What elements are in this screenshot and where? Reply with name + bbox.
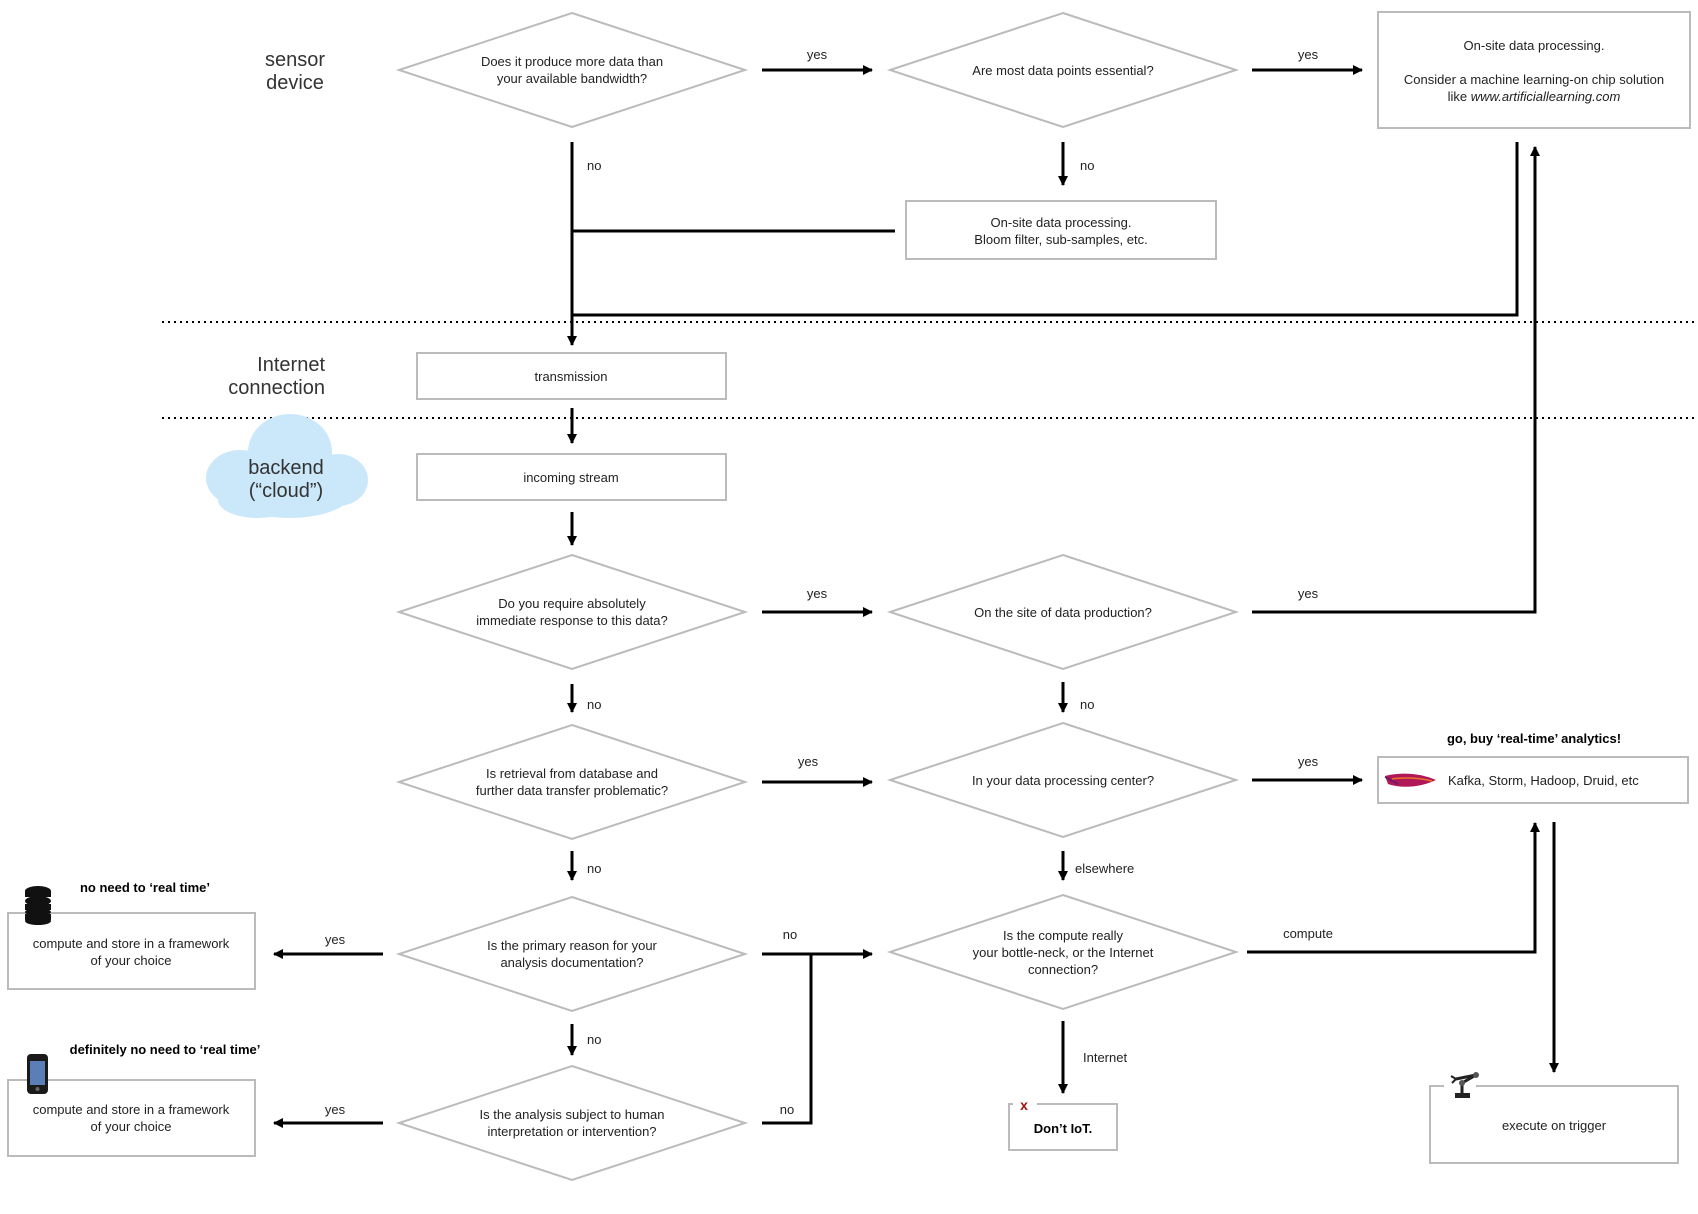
edge-labels: yes no yes no yes no yes no yes no yes e… bbox=[325, 47, 1333, 1117]
svg-text:execute on trigger: execute on trigger bbox=[1502, 1118, 1607, 1133]
svg-text:of your choice: of your choice bbox=[91, 1119, 172, 1134]
svg-text:Is the primary reason for your: Is the primary reason for your bbox=[487, 938, 657, 953]
decision-site-of-production: On the site of data production? bbox=[886, 553, 1240, 671]
svg-text:Does it produce more data than: Does it produce more data than bbox=[481, 54, 663, 69]
lane-label-internet-connection: Internet connection bbox=[228, 354, 325, 399]
edge-label-center-elsewhere: elsewhere bbox=[1075, 861, 1134, 876]
decision-immediate-response: Do you require absolutely immediate resp… bbox=[395, 553, 749, 671]
edge-label-documentation-down-no: no bbox=[587, 1032, 601, 1047]
edges bbox=[273, 65, 1559, 1128]
svg-text:Is the analysis subject to hum: Is the analysis subject to human bbox=[480, 1107, 665, 1122]
box-store-framework-2: compute and store in a framework of your… bbox=[7, 1079, 256, 1157]
svg-text:immediate response to this dat: immediate response to this data? bbox=[476, 613, 668, 628]
box-store-framework-1: compute and store in a framework of your… bbox=[7, 912, 256, 990]
svg-text:further data transfer problema: further data transfer problematic? bbox=[476, 783, 668, 798]
edge-label-bottleneck-internet: Internet bbox=[1083, 1050, 1127, 1065]
svg-text:backend: backend bbox=[248, 457, 324, 479]
svg-text:On the site of data production: On the site of data production? bbox=[974, 605, 1152, 620]
svg-text:of your choice: of your choice bbox=[91, 953, 172, 968]
phone-icon bbox=[27, 1054, 48, 1094]
svg-text:Kafka, Storm, Hadoop, Druid, e: Kafka, Storm, Hadoop, Druid, etc bbox=[1448, 773, 1639, 788]
svg-text:Internet: Internet bbox=[257, 354, 325, 376]
decision-data-processing-center: In your data processing center? bbox=[886, 721, 1240, 839]
edge-label-bandwidth-no: no bbox=[587, 158, 601, 173]
svg-text:connection: connection bbox=[228, 377, 325, 399]
box-onsite-ml: On-site data processing. Consider a mach… bbox=[1377, 11, 1691, 129]
edge-label-documentation-no: no bbox=[783, 927, 797, 942]
svg-text:On-site data processing.: On-site data processing. bbox=[1464, 38, 1605, 53]
edge-label-immediate-yes: yes bbox=[807, 586, 828, 601]
decision-essential: Are most data points essential? bbox=[886, 11, 1240, 129]
svg-text:incoming stream: incoming stream bbox=[523, 470, 618, 485]
svg-text:sensor: sensor bbox=[265, 49, 325, 71]
realtime-title: go, buy ‘real-time’ analytics! bbox=[1447, 731, 1621, 746]
decision-human-interpretation: Is the analysis subject to human interpr… bbox=[395, 1064, 749, 1182]
edge-label-immediate-no: no bbox=[587, 697, 601, 712]
apache-feather-icon bbox=[1384, 773, 1436, 787]
edge-label-bottleneck-compute: compute bbox=[1283, 926, 1333, 941]
svg-text:Is the compute really: Is the compute really bbox=[1003, 928, 1123, 943]
store2-title: definitely no need to ‘real time’ bbox=[70, 1042, 261, 1057]
svg-text:Don’t IoT.: Don’t IoT. bbox=[1034, 1121, 1093, 1136]
edge-label-human-yes: yes bbox=[325, 1102, 346, 1117]
svg-text:your bottle-neck, or the Inter: your bottle-neck, or the Internet bbox=[973, 945, 1154, 960]
lane-label-sensor-device: sensor device bbox=[265, 49, 325, 94]
svg-text:Is retrieval from database and: Is retrieval from database and bbox=[486, 766, 658, 781]
store1-title: no need to ‘real time’ bbox=[80, 880, 210, 895]
edge-label-site-yes: yes bbox=[1298, 586, 1319, 601]
edge-label-human-no: no bbox=[780, 1102, 794, 1117]
box-execute-on-trigger: execute on trigger bbox=[1429, 1085, 1679, 1164]
decision-documentation: Is the primary reason for your analysis … bbox=[395, 895, 749, 1013]
svg-text:Bloom filter, sub-samples, etc: Bloom filter, sub-samples, etc. bbox=[974, 232, 1147, 247]
edge-label-retrieval-no: no bbox=[587, 861, 601, 876]
edge-label-bandwidth-yes: yes bbox=[807, 47, 828, 62]
svg-text:transmission: transmission bbox=[535, 369, 608, 384]
svg-text:Do you require absolutely: Do you require absolutely bbox=[498, 596, 646, 611]
svg-text:interpretation or intervention: interpretation or intervention? bbox=[487, 1124, 656, 1139]
edge-label-retrieval-yes: yes bbox=[798, 754, 819, 769]
database-icon bbox=[25, 886, 51, 925]
decision-bandwidth: Does it produce more data than your avai… bbox=[395, 11, 749, 129]
svg-text:like www.artificiallearning.co: like www.artificiallearning.com bbox=[1448, 89, 1621, 104]
decision-bottleneck: Is the compute really your bottle-neck, … bbox=[886, 893, 1240, 1011]
cloud-icon bbox=[206, 414, 368, 518]
svg-text:On-site data processing.: On-site data processing. bbox=[991, 215, 1132, 230]
box-dont-iot: x Don’t IoT. bbox=[1008, 1097, 1118, 1151]
edge-label-center-yes: yes bbox=[1298, 754, 1319, 769]
svg-text:Consider a machine learning-on: Consider a machine learning-on chip solu… bbox=[1404, 72, 1664, 87]
edge-label-essential-no: no bbox=[1080, 158, 1094, 173]
box-transmission: transmission bbox=[416, 352, 727, 400]
robot-arm-icon bbox=[1444, 1072, 1479, 1098]
edge-label-essential-yes: yes bbox=[1298, 47, 1319, 62]
svg-text:(“cloud”): (“cloud”) bbox=[249, 480, 323, 502]
svg-text:Are most data points essential: Are most data points essential? bbox=[972, 63, 1153, 78]
box-realtime-analytics: Kafka, Storm, Hadoop, Druid, etc bbox=[1377, 756, 1689, 804]
svg-text:device: device bbox=[266, 72, 324, 94]
svg-text:analysis documentation?: analysis documentation? bbox=[500, 955, 643, 970]
box-incoming-stream: incoming stream bbox=[416, 453, 727, 501]
svg-text:your available bandwidth?: your available bandwidth? bbox=[497, 71, 647, 86]
svg-text:In your data processing center: In your data processing center? bbox=[972, 773, 1154, 788]
edge-label-documentation-yes: yes bbox=[325, 932, 346, 947]
dont-iot-mark: x bbox=[1020, 1097, 1028, 1113]
lane-label-backend-cloud: backend (“cloud”) bbox=[248, 457, 324, 502]
svg-text:compute and store in a framewo: compute and store in a framework bbox=[33, 936, 230, 951]
edge-label-site-no: no bbox=[1080, 697, 1094, 712]
decision-retrieval: Is retrieval from database and further d… bbox=[395, 723, 749, 841]
svg-text:connection?: connection? bbox=[1028, 962, 1098, 977]
svg-text:compute and store in a framewo: compute and store in a framework bbox=[33, 1102, 230, 1117]
box-onsite-bloom: On-site data processing. Bloom filter, s… bbox=[905, 200, 1217, 260]
